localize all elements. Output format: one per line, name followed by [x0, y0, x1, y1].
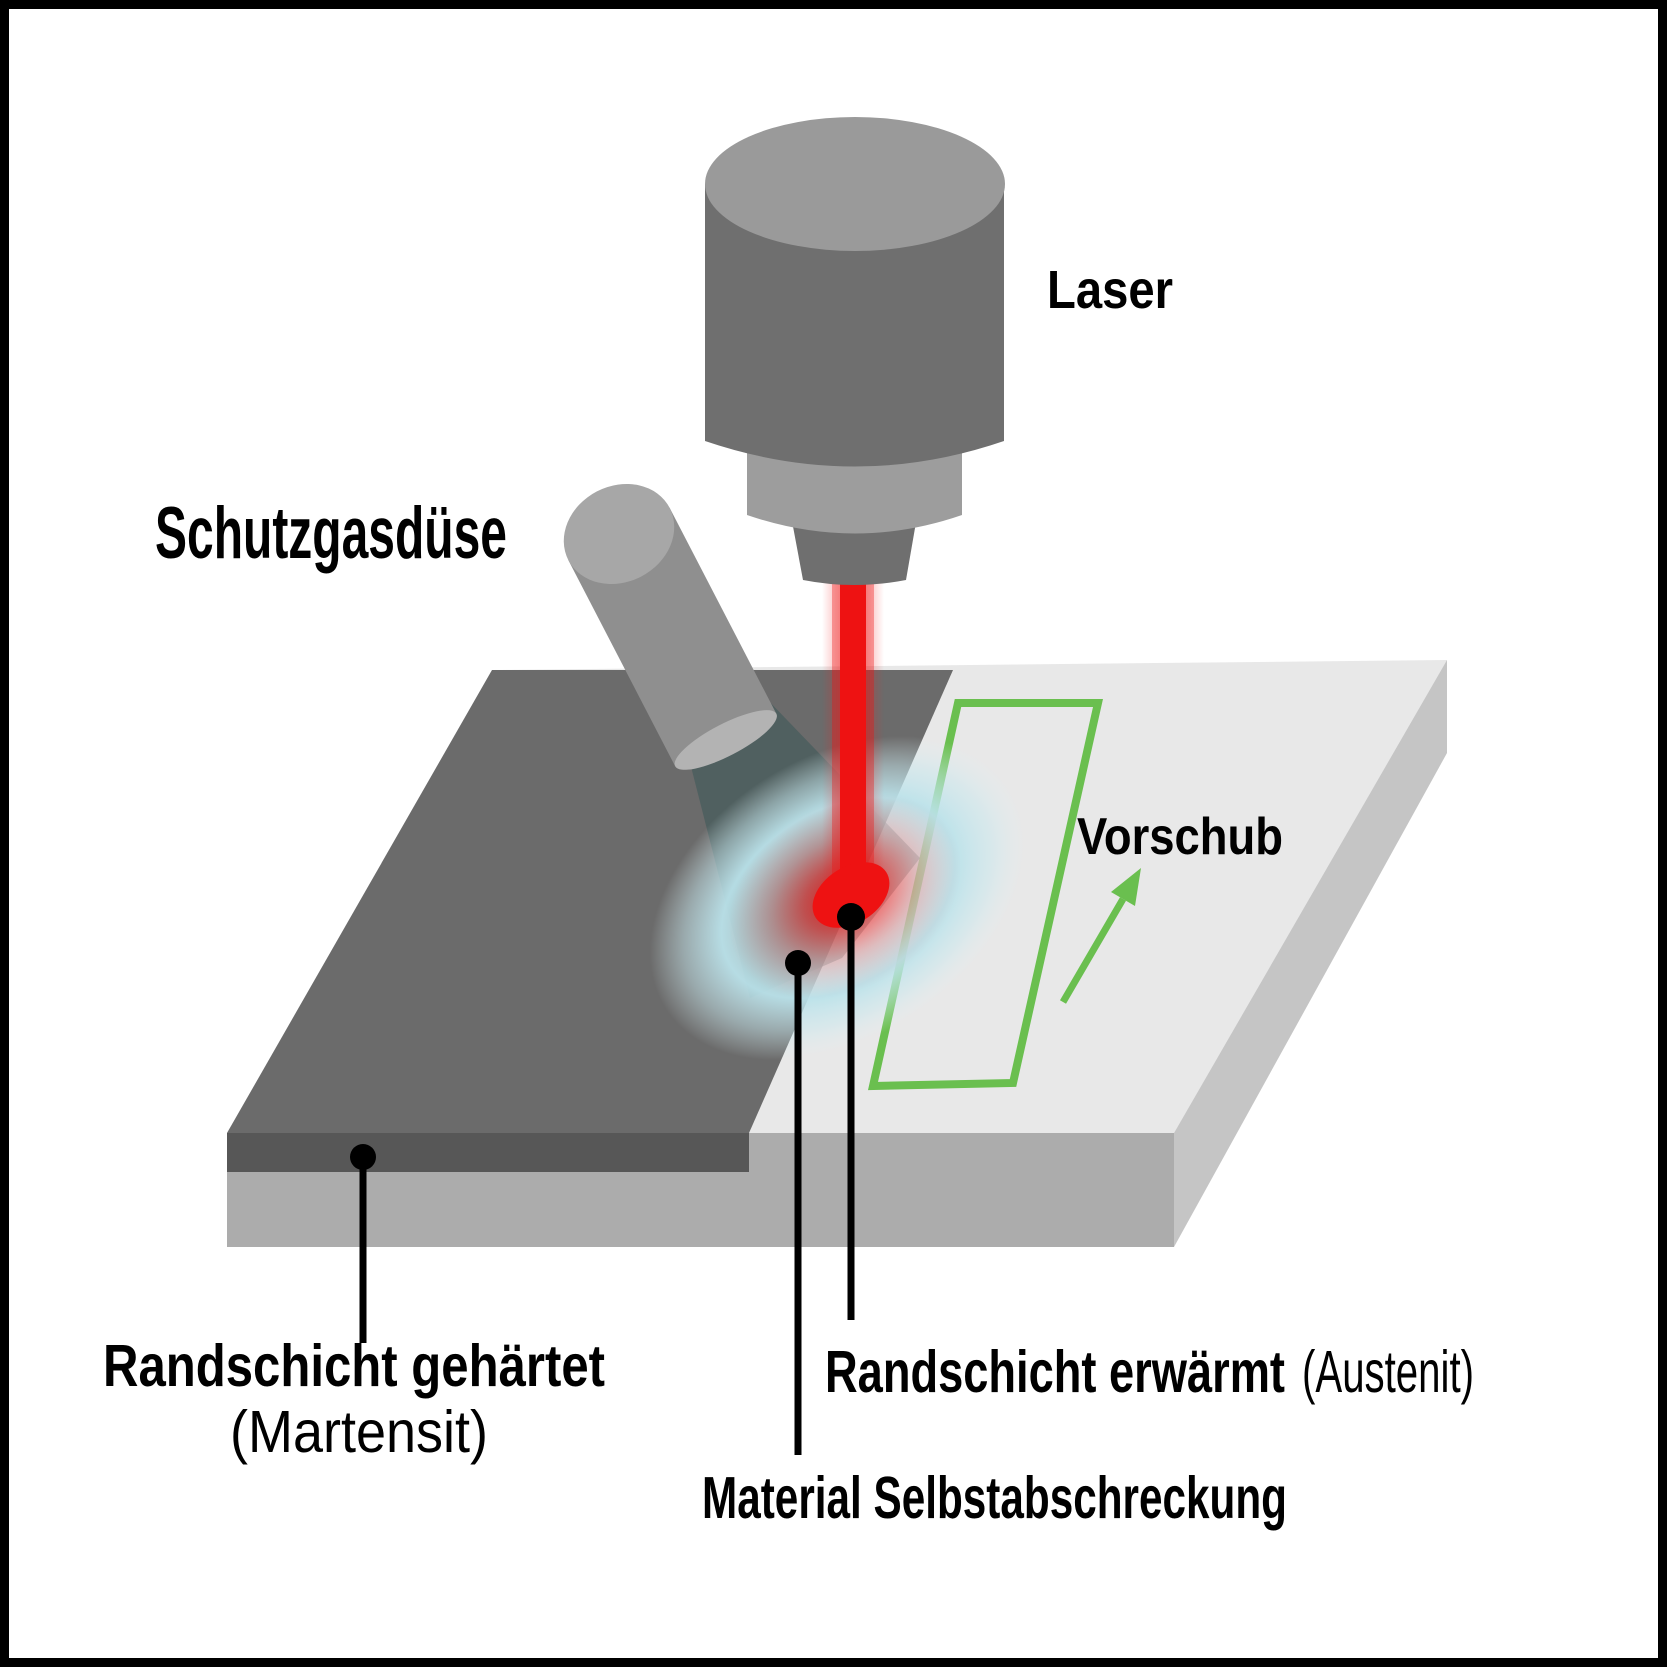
gas-nozzle-tip-rim — [674, 710, 777, 770]
label-heated-layer: Randschicht erwärmt — [825, 1339, 1285, 1405]
melt-spot — [812, 862, 890, 928]
callout-dot-self-quench — [785, 950, 811, 976]
laser-head — [705, 117, 1005, 585]
workpiece-right-face — [1174, 660, 1447, 1247]
laser-beam-core — [840, 560, 866, 905]
laser-body-top — [705, 117, 1005, 251]
feed-arrow-shaft — [1059, 897, 1127, 1004]
feed-arrow-head — [1111, 868, 1141, 906]
label-austenite: (Austenit) — [1302, 1339, 1474, 1405]
label-self-quenching: Material Selbstabschreckung — [702, 1465, 1287, 1531]
callout-dot-hardened — [350, 1144, 376, 1170]
label-laser: Laser — [1047, 260, 1173, 320]
laser-collar — [747, 446, 962, 534]
gas-nozzle — [563, 483, 777, 770]
label-feed: Vorschub — [1077, 808, 1283, 866]
laser-body — [705, 184, 1004, 467]
label-gas-nozzle: Schutzgasdüse — [155, 493, 507, 574]
gas-nozzle-back-cap — [563, 483, 675, 585]
laser-beam — [812, 560, 890, 928]
callout-dot-heated — [837, 903, 865, 931]
label-martensite: (Martensit) — [230, 1399, 488, 1465]
hardened-layer-front-strip — [227, 1133, 749, 1172]
label-hardened-layer: Randschicht gehärtet — [103, 1333, 605, 1399]
callouts — [359, 917, 855, 1455]
callout-dots — [350, 903, 865, 1170]
